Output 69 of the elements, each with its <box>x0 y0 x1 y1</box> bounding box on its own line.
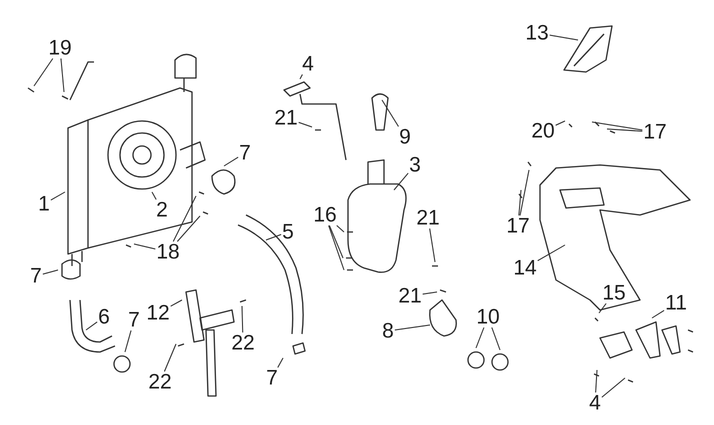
leader-line <box>537 244 566 262</box>
leader-line <box>422 292 438 295</box>
callout-number: 8 <box>381 320 395 342</box>
callout-number: 13 <box>524 22 550 44</box>
callout-number: 16 <box>312 204 338 226</box>
leader-line <box>86 321 98 330</box>
leader-line <box>652 310 665 318</box>
callout-number: 17 <box>505 216 531 236</box>
leader-line <box>520 170 530 216</box>
callout-number: 4 <box>301 54 315 74</box>
leader-line <box>382 100 399 127</box>
leader-line <box>595 370 598 393</box>
callout-number: 2 <box>155 200 169 220</box>
leader-line <box>592 122 643 130</box>
callout-number: 9 <box>398 126 412 148</box>
callout-number: 12 <box>145 302 171 324</box>
leader-line <box>476 327 484 348</box>
leader-line <box>176 216 200 242</box>
leader-line <box>277 358 284 368</box>
leader-line <box>60 58 64 92</box>
callout-number: 18 <box>155 242 181 262</box>
leader-line <box>491 327 500 350</box>
callout-number: 11 <box>664 292 688 314</box>
callout-number: 21 <box>273 108 299 128</box>
leader-line <box>336 225 344 232</box>
leader-line <box>164 344 176 372</box>
leader-line <box>266 234 282 240</box>
leader-line <box>34 58 54 86</box>
callout-number: 14 <box>512 258 538 278</box>
callout-number: 3 <box>408 154 422 176</box>
leader-line <box>328 225 344 270</box>
callout-number: 22 <box>147 372 173 392</box>
leader-line <box>555 120 566 126</box>
leader-line <box>298 122 312 128</box>
callout-number: 22 <box>230 332 256 354</box>
callout-number: 17 <box>642 122 668 142</box>
leader-line <box>598 303 607 314</box>
leader-line <box>549 34 578 40</box>
leader-line <box>172 196 196 242</box>
leader-line <box>601 378 626 398</box>
callout-number: 7 <box>29 266 43 286</box>
leader-line <box>300 74 303 80</box>
callout-number: 7 <box>238 142 252 164</box>
callout-number: 7 <box>127 310 141 330</box>
leader-line <box>42 270 58 275</box>
leader-line <box>124 330 132 352</box>
callout-number: 7 <box>265 368 279 388</box>
callout-number: 21 <box>397 286 423 306</box>
callout-number: 15 <box>601 282 627 304</box>
leader-line <box>328 225 344 258</box>
callout-number: 1 <box>37 194 51 214</box>
leader-line <box>170 300 182 307</box>
leader-line <box>394 324 430 331</box>
callout-number: 20 <box>530 120 556 142</box>
leader-line <box>242 306 244 333</box>
callout-number: 5 <box>281 222 295 242</box>
leader-line <box>606 128 643 132</box>
leader-line <box>394 172 409 190</box>
callout-number: 6 <box>97 306 111 328</box>
leader-line <box>224 156 239 166</box>
leader-line <box>429 228 436 262</box>
leader-line <box>152 192 157 200</box>
callout-number: 4 <box>588 392 602 414</box>
callout-number: 10 <box>475 306 501 328</box>
callout-number: 21 <box>415 208 441 228</box>
leader-line <box>134 244 156 250</box>
leader-line <box>518 190 522 216</box>
leader-line <box>50 192 66 201</box>
callout-number: 19 <box>47 38 73 58</box>
